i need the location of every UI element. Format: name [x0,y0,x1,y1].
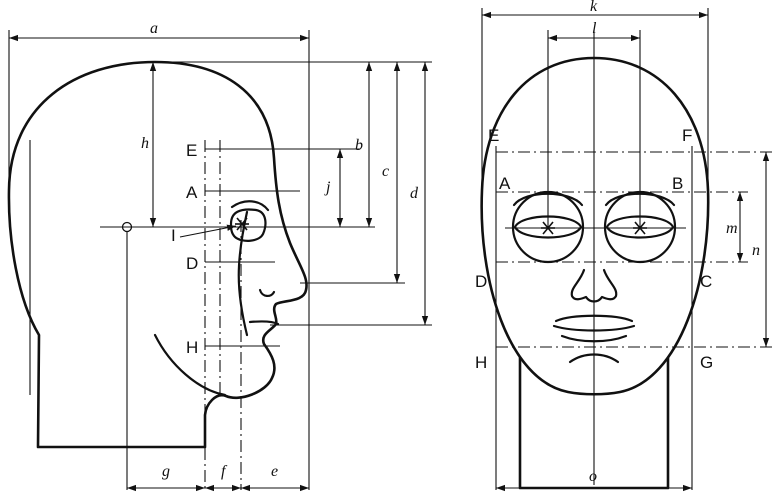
dim-label-n: n [752,242,760,259]
front-label-e: E [488,126,499,145]
point-i-arrow [179,224,237,238]
dim-label-e: e [271,463,278,480]
dim-label-d: d [410,185,419,202]
front-mouth [552,324,636,332]
front-label-g: G [700,353,713,372]
dim-label-b: b [355,137,363,154]
front-label-h: H [475,353,487,372]
dim-label-l: l [592,20,597,37]
side-eyebrow [230,200,270,212]
side-label-a: A [186,183,198,202]
front-label-d: D [475,272,487,291]
side-ear-arc [237,210,249,337]
side-jaw-line [153,333,227,397]
front-left-eye [511,190,585,264]
front-chin-curve [568,353,620,364]
side-label-d: D [186,254,198,273]
dim-label-g: g [162,463,170,480]
front-label-f: F [682,126,692,145]
side-label-e: E [186,141,197,160]
dim-label-m: m [726,220,738,237]
front-right-eye [603,190,677,264]
side-label-h: H [186,338,198,357]
front-label-a: A [499,174,511,193]
front-view: E F A B D C H G k l m n o [475,0,772,492]
dim-label-k: k [590,0,598,15]
dim-label-h: h [141,135,149,152]
side-head-outline [7,60,308,449]
side-nostril [258,288,276,297]
dim-label-c: c [382,163,389,180]
side-lip-line [248,320,280,326]
dim-label-o: o [589,468,597,485]
side-eye-center-star [235,217,249,231]
dim-label-j: j [324,179,331,196]
dim-label-a: a [150,20,158,37]
side-label-i: I [171,226,176,245]
dim-label-f: f [221,463,228,480]
front-lower-lip [560,334,628,343]
front-upper-lip [554,314,634,323]
side-eye [229,208,267,242]
front-nose [570,268,618,303]
front-label-c: C [700,272,712,291]
side-view: E A I D H a h j b c d g f e [7,20,432,492]
front-label-b: B [672,174,683,193]
